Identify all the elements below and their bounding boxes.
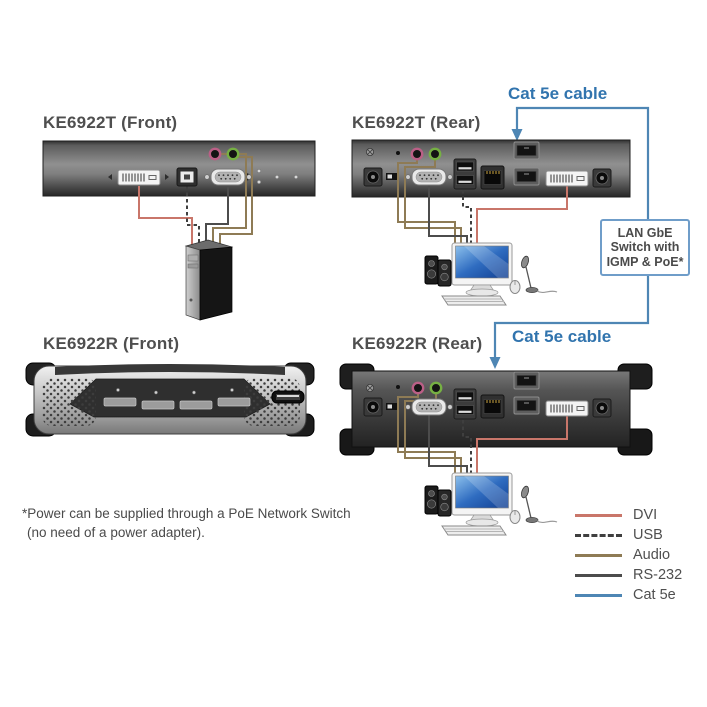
- cable-dvi-rear: [476, 186, 568, 255]
- line-out-jack: [429, 381, 443, 395]
- cable-dvi-rear2: [476, 416, 568, 485]
- cable-rs232-front: [205, 186, 229, 247]
- legend-label-audio: Audio: [633, 547, 671, 563]
- lan-box-line3: IGMP & PoE*: [606, 254, 684, 269]
- workstation-icon-bottom: [424, 472, 558, 536]
- arrow-mark-icon: [108, 174, 112, 180]
- title-ke6922r-rear: KE6922R (Rear): [352, 334, 483, 353]
- footnote-line2: (no need of a power adapter).: [27, 524, 205, 540]
- mode-switch: [386, 173, 397, 180]
- legend-item-usb: USB: [575, 525, 682, 545]
- legend-line-audio: [575, 553, 622, 557]
- dvi-port: [545, 170, 589, 187]
- usb-a-ports: [453, 158, 477, 190]
- legend-line-dvi: [575, 513, 622, 517]
- title-ke6922r-front: KE6922R (Front): [43, 334, 180, 353]
- cable-cat5e-run: [489, 106, 650, 369]
- speaker-grille: [42, 378, 96, 426]
- sfp-port-2: [513, 167, 540, 186]
- legend-item-audio: Audio: [575, 545, 682, 565]
- legend-item-dvi: DVI: [575, 505, 682, 525]
- cable-dvi-front: [138, 186, 193, 247]
- arrow-mark-icon: [165, 174, 169, 180]
- sfp-port-2: [513, 396, 540, 415]
- cable-usb-front: [186, 186, 200, 247]
- cat5e-cable-label-top: Cat 5e cable: [508, 84, 608, 103]
- mic-jack: [411, 381, 425, 395]
- led-indicators: [256, 169, 298, 185]
- ke6922t-front-panel: [42, 140, 316, 247]
- dvi-port: [117, 169, 161, 186]
- lan-box-line1: LAN GbE: [617, 225, 673, 240]
- legend-line-cat5e: [575, 593, 622, 597]
- reset-button: [396, 385, 400, 389]
- mic-jack: [410, 147, 424, 161]
- power-jack: [363, 167, 383, 187]
- legend-label-usb: USB: [633, 527, 663, 543]
- mic-jack: [208, 147, 222, 161]
- legend-item-cat5e: Cat 5e: [575, 585, 682, 605]
- legend-label-cat5e: Cat 5e: [633, 587, 676, 603]
- lan-port: [480, 165, 505, 190]
- cat5e-arrow-top-icon: [511, 129, 523, 141]
- workstation-icon-top: [424, 242, 558, 306]
- dvi-port: [545, 400, 589, 417]
- cable-audio-front-2: [219, 156, 253, 247]
- cable-audio-rear-2: [404, 159, 462, 255]
- line-out-jack: [226, 147, 240, 161]
- dc-power-jack: [592, 398, 612, 418]
- usb-b-port: [176, 167, 198, 187]
- speaker-grille: [244, 378, 300, 426]
- computer-tower-icon: [184, 239, 234, 321]
- lan-box-line2: Switch with: [610, 240, 680, 255]
- usb-a-ports: [453, 388, 477, 420]
- cat5e-cable-label-bottom: Cat 5e cable: [512, 327, 612, 346]
- mode-switch: [386, 403, 397, 410]
- grounding-screw: [365, 147, 374, 156]
- front-buttons: [103, 397, 251, 410]
- title-ke6922t-front: KE6922T (Front): [43, 113, 178, 132]
- dc-power-jack: [592, 168, 612, 188]
- cat5e-arrow-bottom-icon: [489, 357, 501, 369]
- cable-usb-rear2: [462, 420, 472, 485]
- lan-port: [480, 394, 505, 419]
- footnote-line1: *Power can be supplied through a PoE Net…: [22, 506, 351, 521]
- sfp-port-1: [513, 371, 540, 390]
- front-leds: [116, 388, 234, 395]
- legend-label-rs232: RS-232: [633, 567, 683, 583]
- legend-line-rs232: [575, 573, 622, 577]
- reset-button: [396, 151, 400, 155]
- legend: DVI USB Audio RS-232 Cat 5e: [575, 505, 682, 605]
- cable-usb-rear: [462, 190, 472, 255]
- legend-line-usb: [575, 533, 622, 537]
- line-out-jack: [428, 147, 442, 161]
- footnote: *Power can be supplied through a PoE Net…: [22, 505, 367, 542]
- legend-label-dvi: DVI: [633, 507, 658, 523]
- lan-switch-box: LAN GbE Switch with IGMP & PoE*: [600, 219, 690, 276]
- cable-cat5e-top: [515, 106, 650, 219]
- cable-cat5e-bottom: [493, 274, 650, 358]
- power-jack: [363, 397, 383, 417]
- sfp-port-1: [513, 141, 540, 160]
- legend-item-rs232: RS-232: [575, 565, 682, 585]
- front-usb-port: [271, 390, 305, 404]
- ke6922r-front-device: [25, 362, 315, 437]
- grounding-screw: [365, 383, 374, 392]
- title-ke6922t-rear: KE6922T (Rear): [352, 113, 481, 132]
- ke6922t-rear-panel: [351, 139, 631, 255]
- ke6922r-rear-panel: [339, 363, 653, 485]
